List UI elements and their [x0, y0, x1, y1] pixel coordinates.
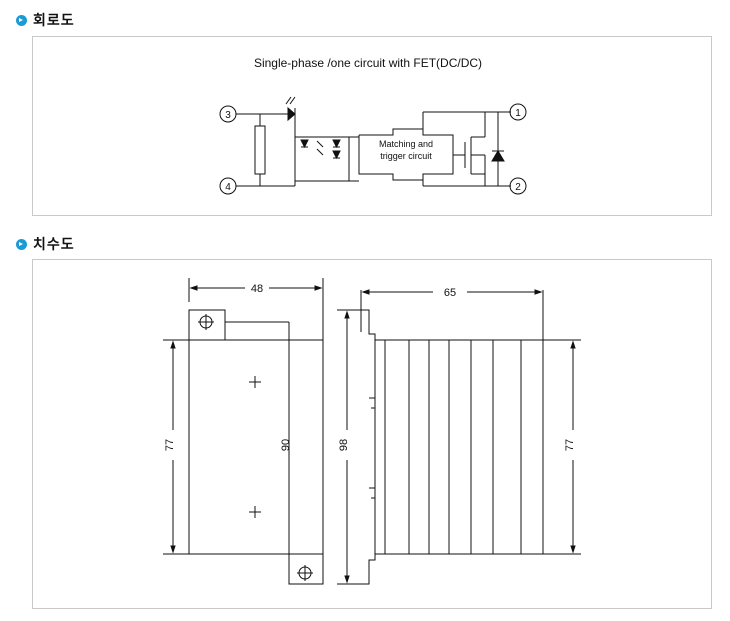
circuit-diagram: Single-phase /one circuit with FET(DC/DC… — [219, 56, 527, 195]
bullet-arrow-icon — [16, 14, 27, 26]
circuit-section-title: 회로도 — [33, 13, 75, 29]
circuit-section-header: 회로도 — [16, 10, 75, 30]
bullet-arrow-icon — [16, 238, 27, 250]
terminal-3-label: 3 — [225, 110, 231, 121]
resistor-symbol — [254, 125, 266, 175]
dim-front-height-outer: 77 — [164, 439, 176, 451]
terminal-1-label: 1 — [515, 108, 521, 119]
side-mount-profile — [361, 309, 386, 585]
dim-side-height-inner: 77 — [564, 439, 576, 451]
terminal-2-label: 2 — [515, 182, 521, 193]
front-body — [188, 339, 324, 555]
circuit-caption: Single-phase /one circuit with FET(DC/DC… — [254, 56, 482, 70]
dimensions-section-title: 치수도 — [33, 237, 75, 253]
bottom-mount-tab — [288, 553, 324, 585]
matching-trigger-block — [358, 128, 454, 181]
optocoupler-block — [294, 136, 350, 182]
dim-front-height-inner: 90 — [280, 439, 292, 451]
dim-side-width: 65 — [444, 287, 456, 299]
dimensions-section-header: 치수도 — [16, 234, 75, 254]
terminal-1 — [509, 103, 527, 121]
terminal-2 — [509, 177, 527, 195]
dim-front-width: 48 — [251, 283, 263, 295]
dim-side-height-outer: 98 — [338, 439, 350, 451]
dimension-drawing: 48 77 90 65 98 77 — [163, 278, 581, 585]
top-mount-tab — [188, 309, 226, 341]
dimension-drawing-panel: 48 77 90 65 98 77 — [32, 259, 712, 609]
matching-block-line1: Matching and — [379, 139, 433, 149]
terminal-4-label: 4 — [225, 182, 231, 193]
circuit-diagram-panel: Single-phase /one circuit with FET(DC/DC… — [32, 36, 712, 216]
side-body-heatsink — [384, 339, 544, 555]
matching-block-line2: trigger circuit — [380, 151, 432, 161]
